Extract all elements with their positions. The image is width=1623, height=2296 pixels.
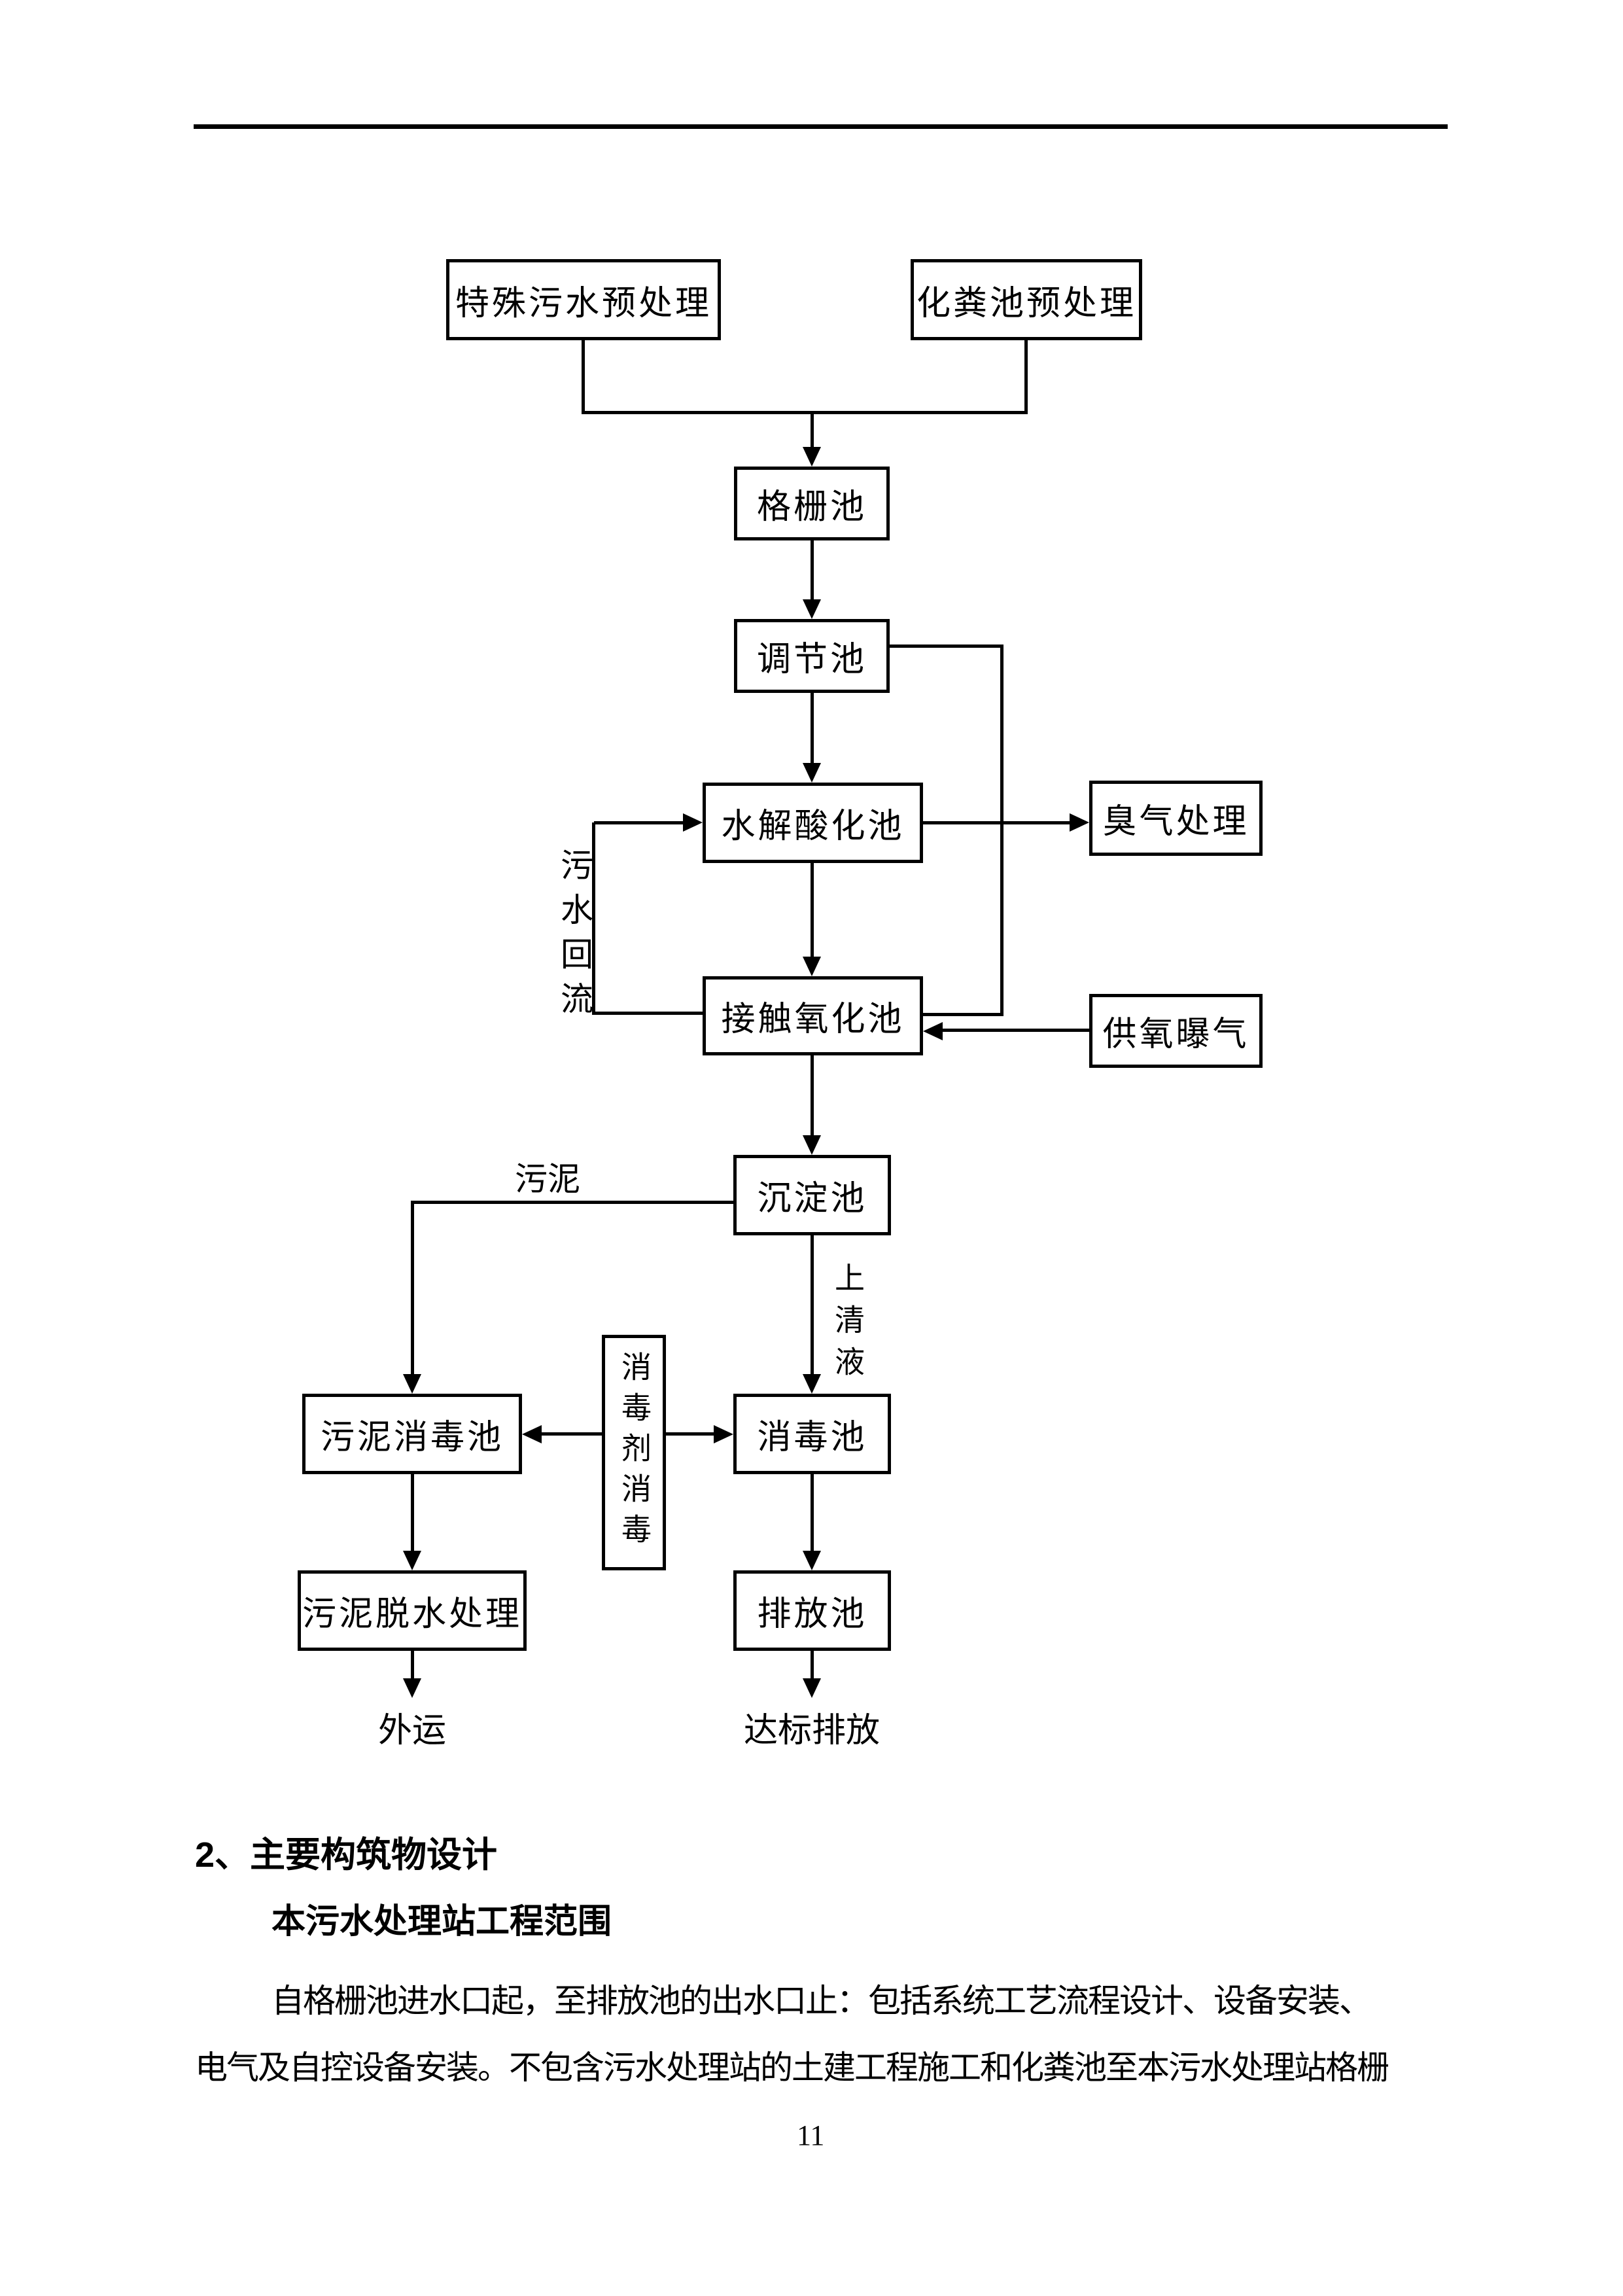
- node-special-pretreatment: 特殊污水预处理: [446, 259, 721, 340]
- arrowhead-left: [522, 1425, 542, 1443]
- node-label: 污泥脱水处理: [302, 1596, 522, 1633]
- flow-line: [811, 540, 814, 603]
- node-label: 臭气处理: [1102, 804, 1249, 841]
- outflow-label-standard-discharge: 达标排放: [743, 1712, 880, 1750]
- node-sedimentation-tank: 沉淀池: [733, 1155, 891, 1235]
- flow-line: [411, 1474, 414, 1554]
- node-label: 特殊污水预处理: [455, 285, 712, 323]
- outflow-label-outbound: 外运: [377, 1712, 446, 1750]
- flow-line: [811, 412, 814, 450]
- flow-line: [811, 1651, 814, 1682]
- node-discharge-tank: 排放池: [733, 1570, 891, 1651]
- arrowhead-down: [403, 1551, 421, 1570]
- node-grid-tank: 格栅池: [734, 467, 890, 540]
- node-label: 调节池: [756, 641, 867, 679]
- flow-line: [811, 1055, 814, 1139]
- arrowhead-right: [1070, 813, 1089, 832]
- flow-line: [1000, 645, 1003, 1016]
- flow-line: [943, 1029, 1092, 1032]
- arrowhead-down: [803, 599, 821, 619]
- flow-line: [592, 822, 595, 1015]
- flow-line: [411, 1201, 735, 1204]
- arrowhead-down: [803, 1374, 821, 1394]
- node-label: 沉淀池: [757, 1180, 867, 1218]
- flow-line: [594, 821, 686, 824]
- arrowhead-down: [803, 1135, 821, 1155]
- node-label: 水解酸化池: [721, 808, 905, 845]
- arrowhead-down: [803, 447, 821, 467]
- node-sludge-disinfection-tank: 污泥消毒池: [302, 1394, 522, 1474]
- arrowhead-down: [403, 1374, 421, 1394]
- arrowhead-right: [714, 1425, 733, 1443]
- page-number: 11: [797, 2119, 825, 2151]
- flow-line: [594, 1012, 705, 1015]
- node-label: 污泥消毒池: [320, 1419, 504, 1457]
- flow-line: [811, 693, 814, 766]
- flow-line: [582, 340, 585, 414]
- flow-line: [811, 1474, 814, 1554]
- section-heading: 2、主要构筑物设计: [195, 1835, 498, 1875]
- flow-line: [890, 645, 1003, 648]
- flow-line: [923, 1013, 1003, 1016]
- node-label: 消毒剂消毒: [618, 1351, 651, 1554]
- node-hydrolysis-tank: 水解酸化池: [703, 783, 923, 863]
- node-label: 化粪池预处理: [916, 285, 1136, 323]
- flow-line: [811, 1235, 814, 1377]
- node-odor-treatment: 臭气处理: [1089, 781, 1263, 856]
- edge-label-sludge: 污泥: [515, 1161, 580, 1197]
- header-rule: [194, 124, 1448, 129]
- node-label: 消毒池: [757, 1419, 867, 1457]
- node-disinfectant-dosing: 消毒剂消毒: [602, 1335, 666, 1570]
- node-contact-oxidation-tank: 接触氧化池: [703, 976, 923, 1055]
- flow-line: [540, 1432, 604, 1436]
- paragraph-line-2: 电气及自控设备安装。不包含污水处理站的土建工程施工和化粪池至本污水处理站格栅: [195, 2049, 1389, 2086]
- section-subheading: 本污水处理站工程范围: [271, 1903, 612, 1941]
- node-label: 格栅池: [756, 489, 867, 526]
- arrowhead-down: [803, 1678, 821, 1698]
- node-regulating-tank: 调节池: [734, 619, 890, 693]
- node-label: 供氧曝气: [1102, 1016, 1249, 1053]
- node-sludge-dewatering: 污泥脱水处理: [298, 1570, 527, 1651]
- node-label: 接触氧化池: [721, 1001, 905, 1038]
- flow-line: [411, 1203, 414, 1377]
- node-disinfection-tank: 消毒池: [733, 1394, 891, 1474]
- node-oxygen-aeration: 供氧曝气: [1089, 994, 1263, 1068]
- flow-line: [811, 863, 814, 960]
- arrowhead-down: [803, 1551, 821, 1570]
- arrowhead-down: [403, 1678, 421, 1698]
- arrowhead-right: [683, 813, 703, 832]
- arrowhead-left: [923, 1022, 943, 1040]
- flow-line: [582, 411, 1028, 414]
- flow-line: [411, 1651, 414, 1682]
- arrowhead-down: [803, 957, 821, 976]
- flow-line: [663, 1432, 716, 1436]
- arrowhead-down: [803, 763, 821, 783]
- node-septic-pretreatment: 化粪池预处理: [911, 259, 1142, 340]
- flow-line: [1024, 340, 1028, 414]
- node-label: 排放池: [757, 1596, 867, 1633]
- flow-line: [923, 821, 1072, 824]
- paragraph-line-1: 自格栅池进水口起，至排放池的出水口止：包括系统工艺流程设计、设备安装、: [271, 1983, 1372, 2019]
- edge-label-reflux: 污水回流: [556, 848, 593, 1026]
- edge-label-supernatant: 上清液: [831, 1262, 864, 1388]
